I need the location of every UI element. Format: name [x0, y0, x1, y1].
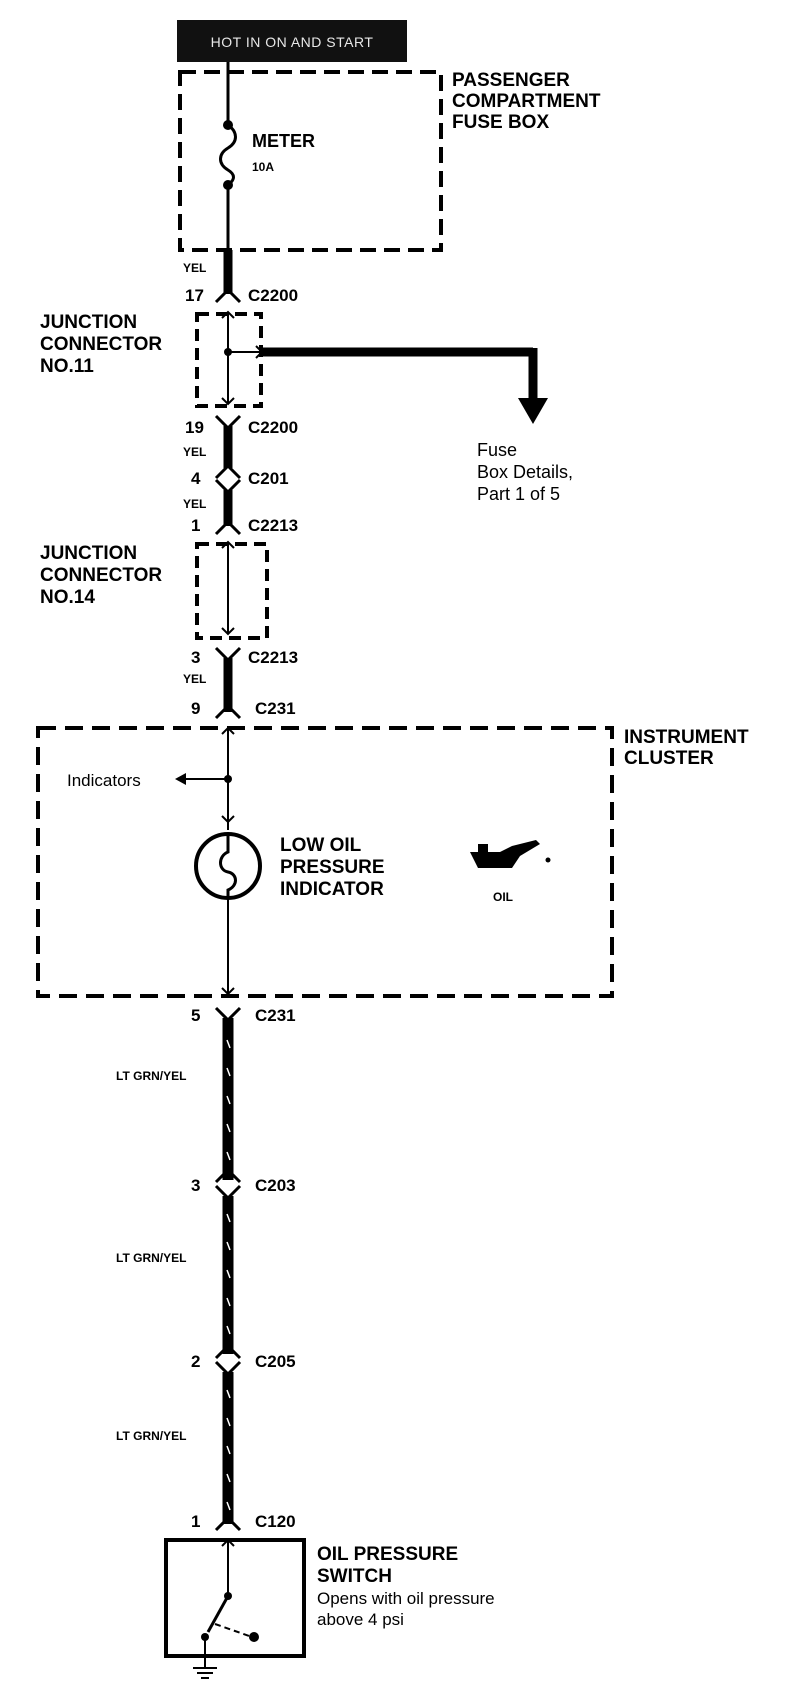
connector-c2200-17-name: C2200 [248, 286, 298, 305]
connector-c231-9-pin: 9 [191, 699, 200, 718]
connector-c201-pin: 4 [191, 469, 201, 488]
jc11-arrow-bottom [221, 397, 235, 406]
cluster-out-arrow [221, 987, 235, 996]
oil-symbol-label: OIL [493, 890, 513, 904]
connector-c231-5-pin: 5 [191, 1006, 200, 1025]
connector-c201-name: C201 [248, 469, 289, 488]
connector-c2200-19-name: C2200 [248, 418, 298, 437]
indicators-arrow [175, 773, 186, 785]
connector-c120-pin: 1 [191, 1512, 200, 1531]
wire-yel-label-4: YEL [183, 672, 206, 686]
connector-c205-pin: 2 [191, 1352, 200, 1371]
fuse-rating: 10A [252, 160, 274, 174]
jc14-arrow-bottom [221, 627, 235, 636]
power-source-box [177, 20, 407, 62]
oil-switch-title-line1: OIL PRESSURE [317, 1544, 458, 1565]
indicator-label-line1: LOW OIL [280, 835, 362, 856]
instrument-cluster-outline [36, 726, 614, 998]
switch-actuator [249, 1632, 259, 1642]
oil-switch-desc-line2: above 4 psi [317, 1610, 404, 1629]
connector-c2200-17-symbol [214, 287, 242, 304]
fuse-box-ref-line2: Box Details, [477, 462, 573, 482]
connector-c205-symbol-top [214, 1343, 242, 1360]
connector-c231-9-name: C231 [255, 699, 296, 718]
ground-icon [193, 1667, 217, 1679]
lamp-filament [219, 836, 237, 898]
junction-connector-11-line1: JUNCTION [40, 312, 137, 333]
wire-ltgrn-label-1: LT GRN/YEL [116, 1069, 186, 1083]
fuse-symbol [219, 123, 237, 187]
connector-c203-pin: 3 [191, 1176, 200, 1195]
oil-pressure-switch-outline [164, 1538, 306, 1658]
connector-c2213-3-name: C2213 [248, 648, 298, 667]
connector-c2213-3-pin: 3 [191, 648, 200, 667]
indicator-label-line3: INDICATOR [280, 879, 384, 900]
connector-c231-5-name: C231 [255, 1006, 296, 1025]
oil-switch-desc-line1: Opens with oil pressure [317, 1589, 495, 1608]
connector-c120-name: C120 [255, 1512, 296, 1531]
wire-ltgrn-stripes-1 [226, 1039, 231, 1161]
wire-ltgrn-stripes-3 [226, 1389, 231, 1511]
fuse-box-title-line3: FUSE BOX [452, 112, 549, 133]
oil-switch-title-line2: SWITCH [317, 1566, 392, 1587]
connector-c205-name: C205 [255, 1352, 296, 1371]
connector-c2200-17-pin: 17 [185, 286, 204, 305]
wire-yel-label-3: YEL [183, 497, 206, 511]
oil-can-icon [470, 840, 551, 868]
switch-blade [206, 1595, 230, 1633]
junction-connector-14-outline [195, 542, 269, 640]
connector-c120-symbol [214, 1515, 242, 1532]
connector-c2213-1-pin: 1 [191, 516, 200, 535]
junction-connector-14-line1: JUNCTION [40, 543, 137, 564]
junction-connector-11-outline [195, 312, 263, 408]
fuse-box-ref-arrow [518, 398, 548, 424]
wire-yel-label-1: YEL [183, 261, 206, 275]
wire-ltgrn-label-3: LT GRN/YEL [116, 1429, 186, 1443]
indicator-input-arrow [221, 815, 235, 824]
connector-c203-symbol-top [214, 1167, 242, 1184]
junction-connector-11-line2: CONNECTOR [40, 334, 162, 355]
instrument-cluster-title-line1: INSTRUMENT [624, 727, 749, 748]
fuse-box-title-line1: PASSENGER [452, 70, 570, 91]
connector-c2213-1-name: C2213 [248, 516, 298, 535]
connector-c2213-1-symbol [214, 519, 242, 536]
indicator-label-line2: PRESSURE [280, 857, 385, 878]
connector-c203-name: C203 [255, 1176, 296, 1195]
indicators-label: Indicators [67, 771, 141, 790]
instrument-cluster-title-line2: CLUSTER [624, 748, 714, 769]
power-source-label: HOT IN ON AND START [211, 34, 374, 50]
wire-ltgrn-stripes-2 [226, 1213, 231, 1335]
wire-ltgrn-label-2: LT GRN/YEL [116, 1251, 186, 1265]
wire-yel-label-2: YEL [183, 445, 206, 459]
fuse-name: METER [252, 131, 315, 151]
connector-c231-9-symbol [214, 703, 242, 720]
fuse-box-ref-line1: Fuse [477, 440, 517, 460]
fuse-box-title-line2: COMPARTMENT [452, 91, 601, 112]
junction-connector-14-line3: NO.14 [40, 587, 95, 608]
connector-c2200-19-pin: 19 [185, 418, 204, 437]
switch-actuator-link [214, 1623, 253, 1638]
fuse-box-ref-line3: Part 1 of 5 [477, 484, 560, 504]
connector-c201-symbol-top [214, 463, 242, 480]
junction-connector-11-line3: NO.11 [40, 356, 94, 377]
junction-connector-14-line2: CONNECTOR [40, 565, 162, 586]
fuse-box-outline [178, 70, 443, 252]
